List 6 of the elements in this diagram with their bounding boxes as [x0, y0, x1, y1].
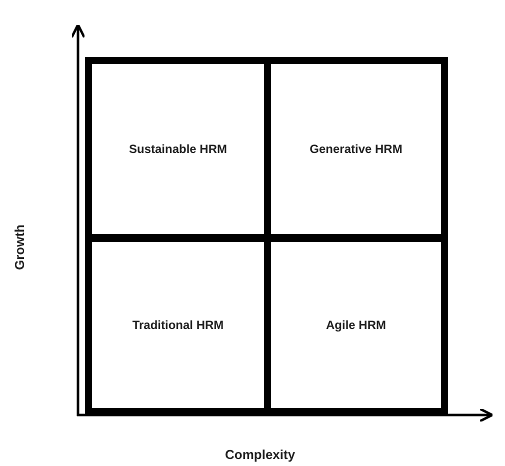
quadrant-label: Generative HRM — [310, 142, 402, 156]
y-axis-title: Growth — [12, 224, 27, 270]
quadrant-label: Sustainable HRM — [128, 142, 227, 156]
quadrant-label: Agile HRM — [326, 318, 386, 332]
quadrant-label: Traditional HRM — [132, 318, 224, 332]
x-axis-title: Complexity — [225, 447, 296, 462]
